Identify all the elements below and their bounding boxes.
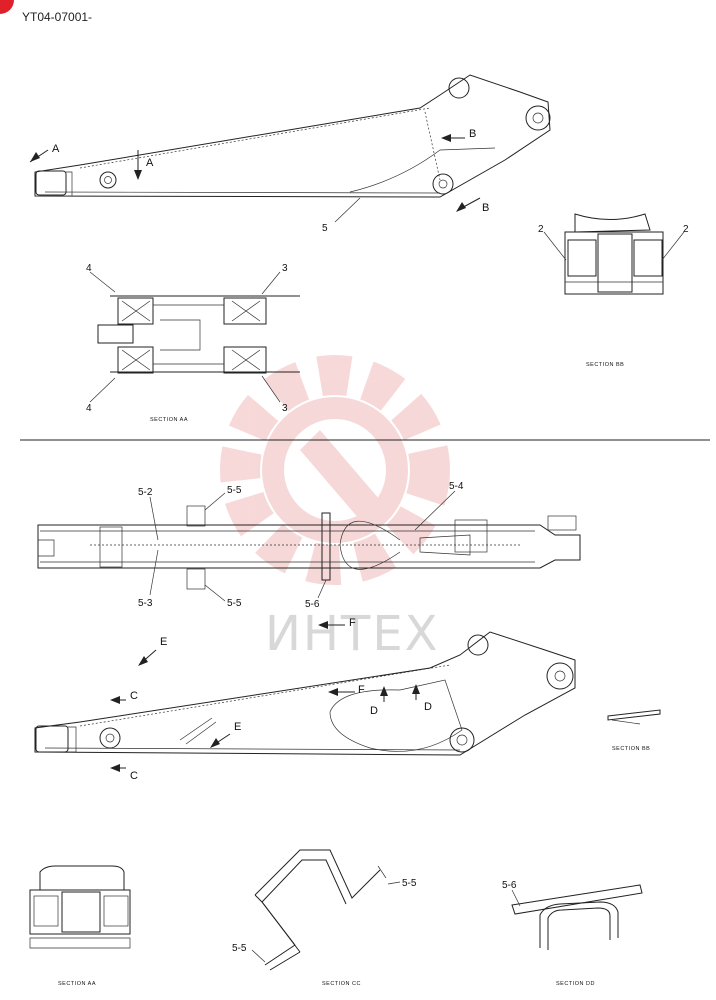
section-marker-b: B B — [441, 128, 489, 214]
svg-text:D: D — [370, 705, 378, 717]
section-aa-title: SECTION AA — [150, 417, 188, 423]
section-aa-bottom: SECTION AA — [29, 865, 131, 987]
section-bb-top: 2 2 SECTION BB — [538, 213, 689, 368]
svg-text:SECTION DD: SECTION DD — [556, 981, 595, 987]
section-dd: 5-6 SECTION DD — [502, 880, 643, 987]
svg-text:D: D — [424, 701, 432, 713]
svg-text:5-2: 5-2 — [138, 487, 153, 498]
svg-text:F: F — [349, 617, 356, 629]
top-boom-elevation — [34, 74, 551, 198]
watermark-text: ИНТЕХ — [265, 606, 440, 662]
svg-text:5-5: 5-5 — [232, 943, 247, 954]
section-cc: 5-5 5-5 SECTION CC — [232, 849, 417, 987]
svg-text:SECTION BB: SECTION BB — [612, 746, 650, 752]
svg-text:F: F — [358, 684, 365, 696]
watermark-gear-icon — [220, 355, 450, 585]
svg-text:5-5: 5-5 — [227, 485, 242, 496]
svg-text:E: E — [234, 721, 241, 733]
svg-text:4: 4 — [86, 403, 92, 414]
svg-text:3: 3 — [282, 263, 288, 274]
document-code: YT04-07001- — [22, 10, 93, 24]
bottom-boom-plan — [37, 505, 581, 590]
svg-text:5: 5 — [322, 223, 328, 234]
svg-text:C: C — [130, 690, 138, 702]
callout-item-5: 5 — [322, 197, 361, 234]
svg-text:C: C — [130, 770, 138, 782]
svg-text:A: A — [52, 143, 60, 155]
svg-text:B: B — [469, 128, 476, 140]
svg-text:2: 2 — [538, 224, 544, 235]
svg-text:2: 2 — [683, 224, 689, 235]
svg-text:4: 4 — [86, 263, 92, 274]
svg-text:SECTION CC: SECTION CC — [322, 981, 361, 987]
svg-text:5-6: 5-6 — [305, 599, 320, 610]
section-marker-d: D D — [370, 684, 432, 717]
svg-text:B: B — [482, 202, 489, 214]
section-marker-c: C C — [110, 690, 138, 782]
section-marker-e: E E — [138, 636, 241, 748]
svg-text:5-4: 5-4 — [449, 481, 464, 492]
section-marker-f: F F — [318, 617, 365, 696]
bottom-boom-elevation — [34, 631, 576, 756]
svg-text:A: A — [146, 157, 154, 169]
section-bb-small: SECTION BB — [607, 709, 661, 752]
svg-text:5-6: 5-6 — [502, 880, 517, 891]
svg-text:SECTION AA: SECTION AA — [58, 981, 96, 987]
svg-text:E: E — [160, 636, 167, 648]
section-bb-title: SECTION BB — [586, 362, 624, 368]
svg-text:3: 3 — [282, 403, 288, 414]
plan-callouts: 5-2 5-3 5-5 5-5 5-4 5-6 — [138, 481, 464, 610]
section-aa-top: 4 4 3 3 SECTION AA — [86, 263, 300, 423]
svg-text:5-5: 5-5 — [227, 598, 242, 609]
svg-text:5-3: 5-3 — [138, 598, 153, 609]
corner-mark-icon — [0, 0, 14, 14]
section-marker-a: A A — [29, 143, 154, 180]
svg-text:5-5: 5-5 — [402, 878, 417, 889]
